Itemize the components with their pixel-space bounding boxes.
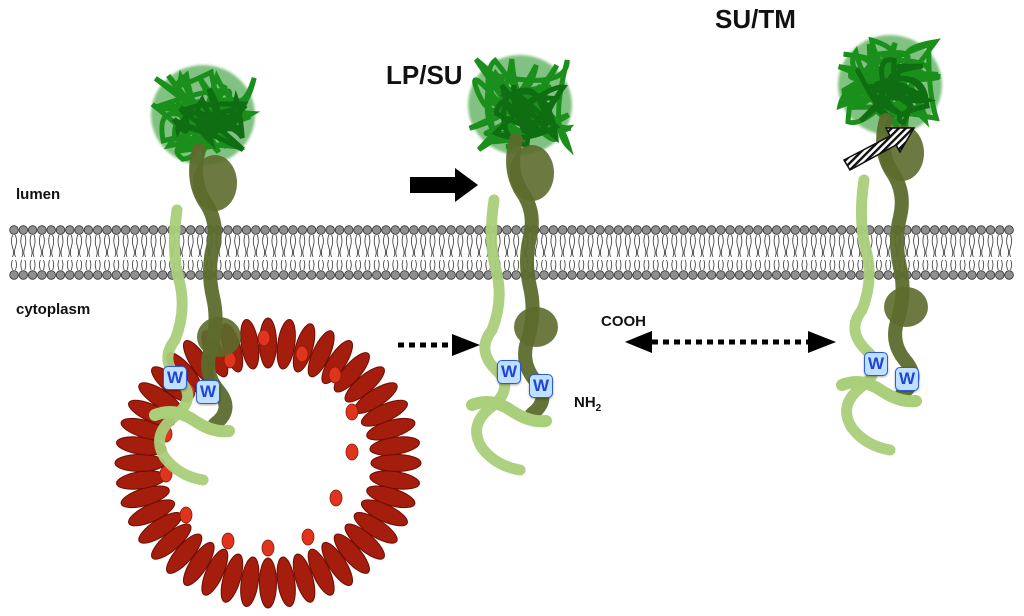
w-badge-5: W bbox=[864, 352, 888, 376]
protein-middle bbox=[466, 55, 575, 476]
lp-su-label: LP/SU bbox=[386, 60, 463, 90]
nh2-subscript: 2 bbox=[595, 403, 602, 414]
lipid-bilayer bbox=[9, 225, 1014, 280]
cooh-label: COOH bbox=[601, 313, 646, 330]
solid-arrow-icon bbox=[410, 168, 478, 202]
su-tm-label: SU/TM bbox=[715, 4, 796, 34]
w-badge-4: W bbox=[529, 374, 553, 398]
w-badge-1: W bbox=[163, 366, 187, 390]
protein-right bbox=[836, 35, 942, 456]
w-badge-3: W bbox=[497, 360, 521, 384]
w-badge-6: W bbox=[895, 367, 919, 391]
striped-arrow-icon bbox=[842, 127, 916, 172]
lumen-label: lumen bbox=[16, 186, 61, 203]
nh2-text: NH bbox=[574, 394, 596, 411]
dotted-arrow-icon bbox=[398, 334, 480, 356]
nh2-label: NH2 bbox=[574, 394, 601, 414]
double-dotted-arrow-icon bbox=[625, 331, 836, 353]
cytoplasm-label: cytoplasm bbox=[16, 301, 91, 318]
protein-left bbox=[149, 65, 261, 486]
vesicle-ring bbox=[114, 317, 422, 609]
w-badge-2: W bbox=[196, 380, 220, 404]
